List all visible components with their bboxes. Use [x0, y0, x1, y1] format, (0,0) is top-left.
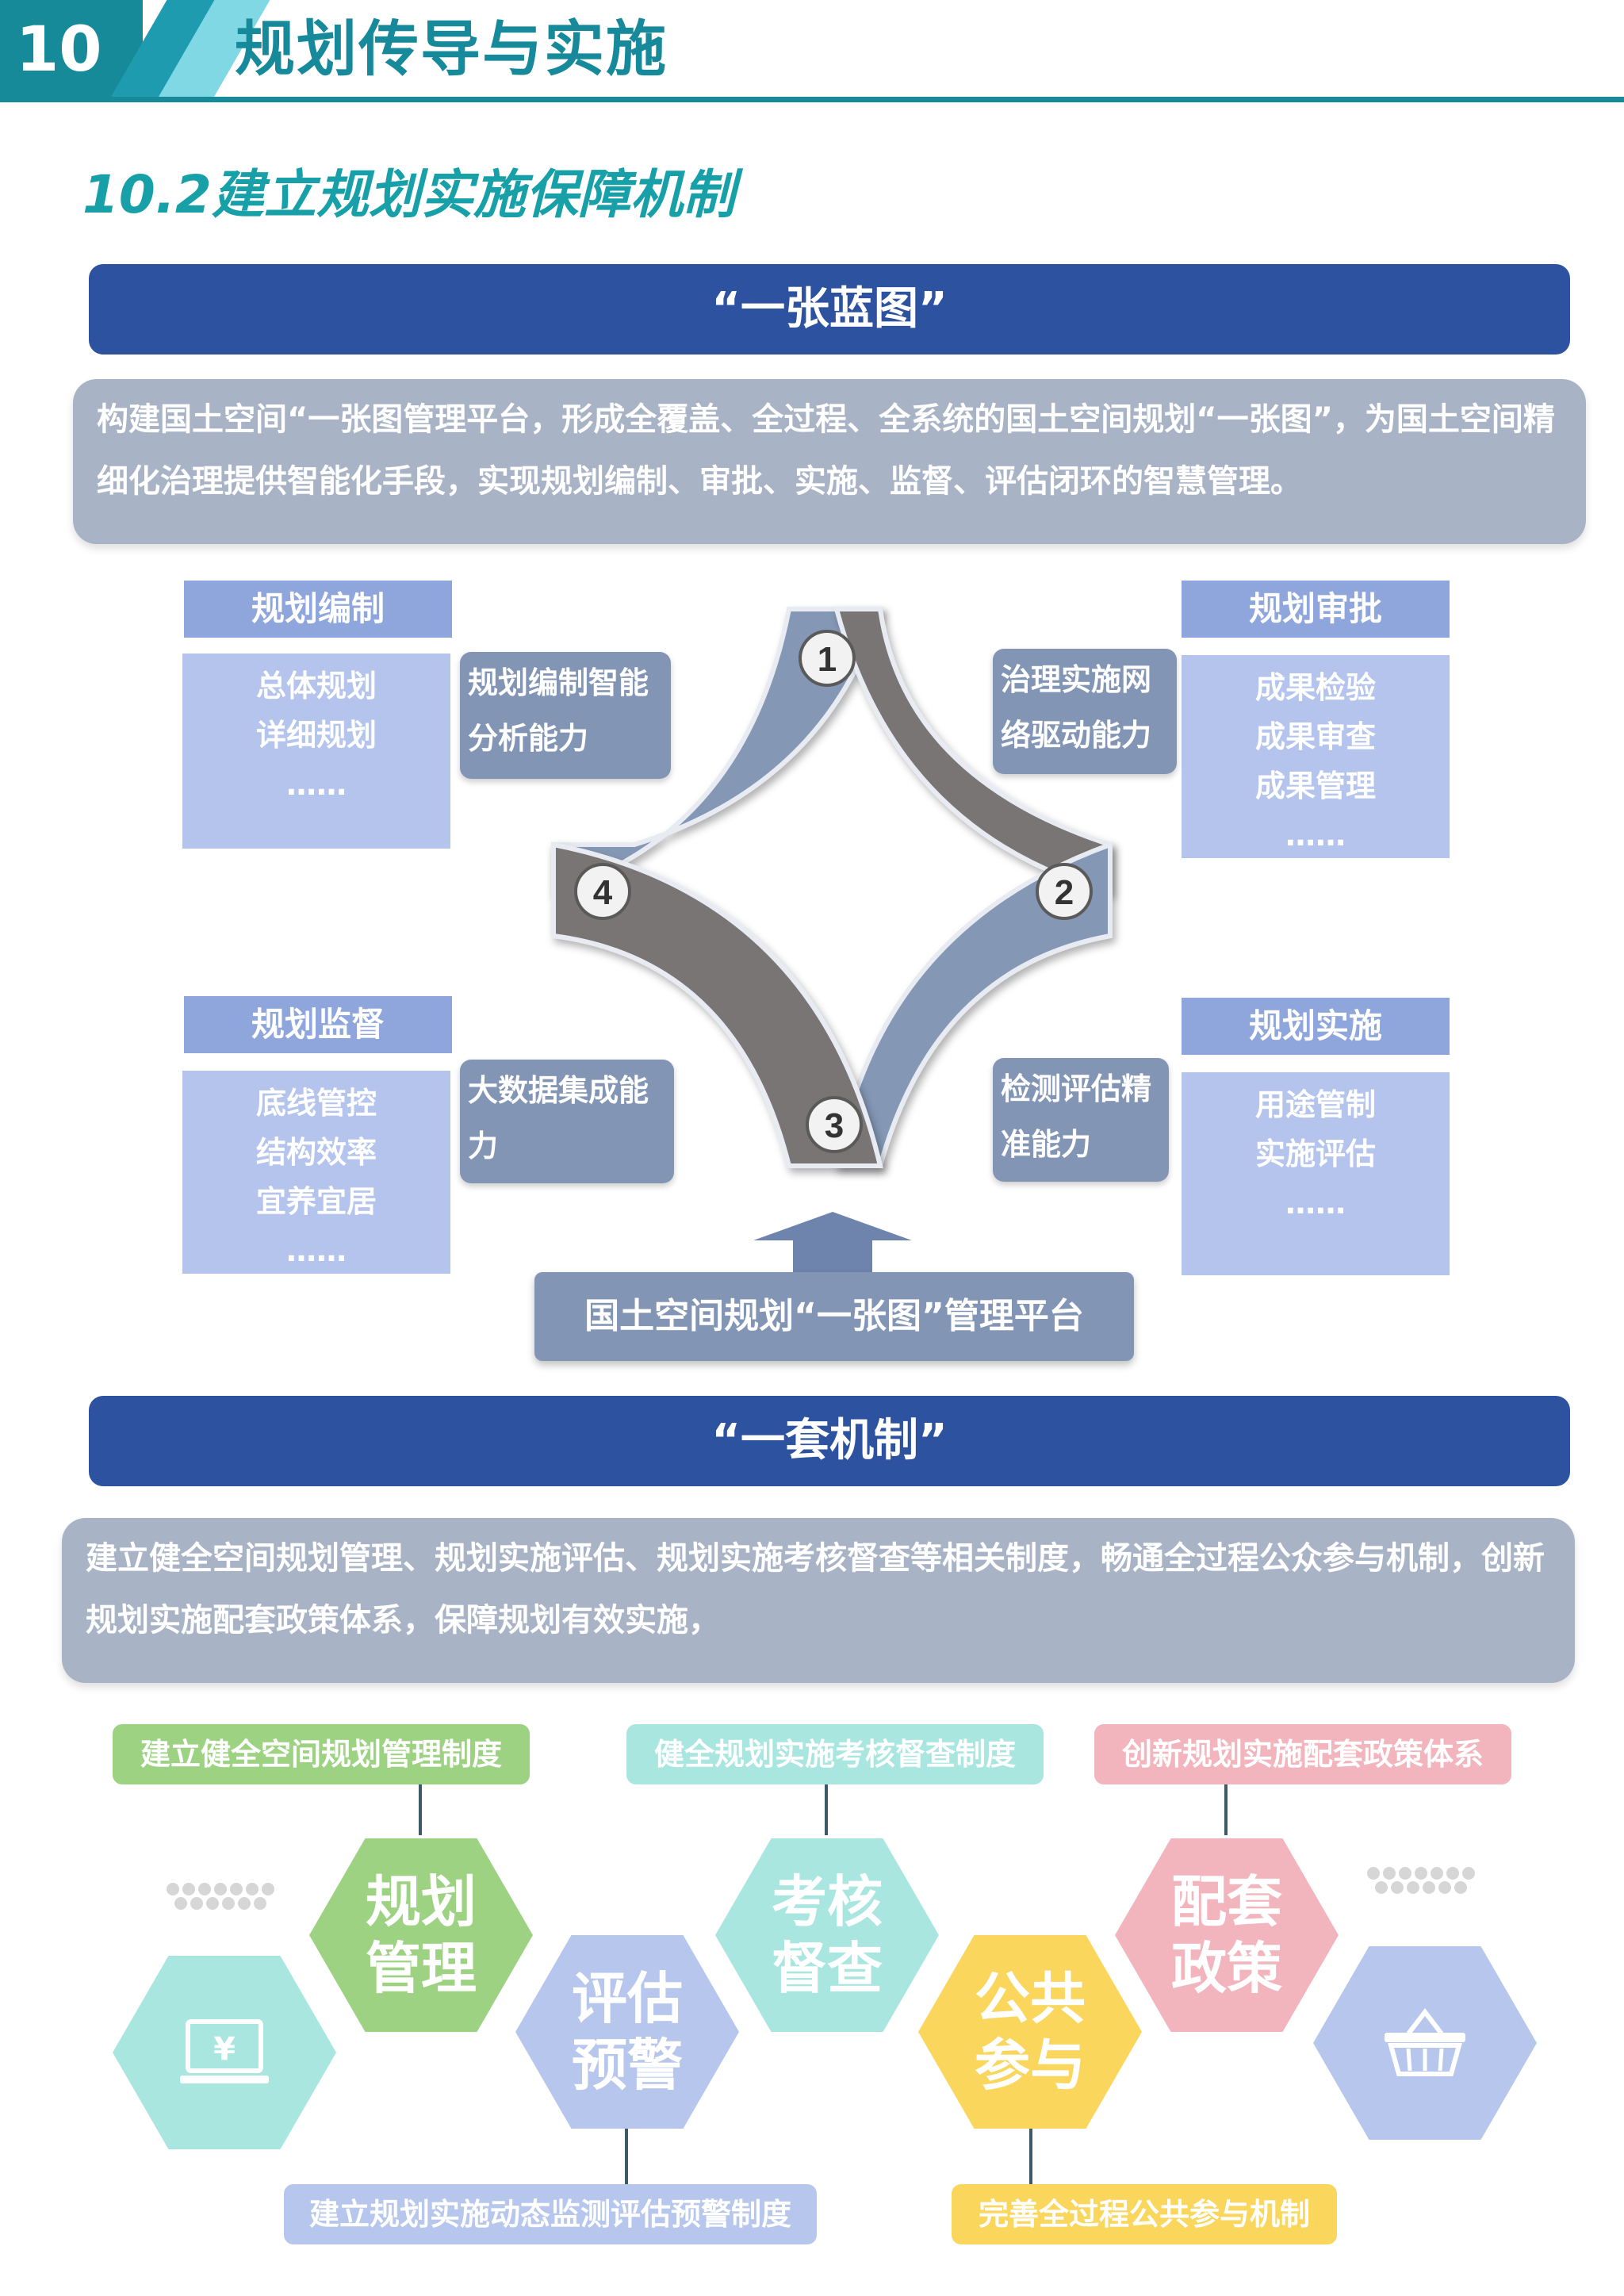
hex-planning-management: 规划 管理 — [309, 1838, 533, 2032]
quadrant-items-approve: 成果检验 成果审查 成果管理 …… — [1182, 655, 1450, 858]
connector-line — [419, 1784, 422, 1835]
list-item: 详细规划 — [255, 718, 377, 753]
hex-line: 规划 — [366, 1869, 477, 1934]
number-badge-3 — [806, 1096, 863, 1153]
number-4: 4 — [593, 873, 613, 912]
svg-text:¥: ¥ — [213, 2031, 236, 2068]
blueprint-banner: “一张蓝图” — [89, 264, 1570, 355]
hex-computer: ¥ — [113, 1956, 336, 2149]
hex-public-participation: 公共 参与 — [918, 1935, 1142, 2129]
quadrant-items-supervise: 底线管控 结构效率 宜养宜居 …… — [182, 1071, 450, 1274]
list-item: 结构效率 — [255, 1135, 377, 1170]
list-item: 用途管制 — [1254, 1087, 1376, 1122]
header-underline — [0, 97, 1624, 102]
dots-decoration — [1367, 1867, 1475, 1894]
capability-implement: 检测评估精准能力 — [993, 1058, 1169, 1182]
quadrant-items-compile: 总体规划 详细规划 …… — [182, 654, 450, 849]
hex-line: 参与 — [975, 2033, 1086, 2098]
hex-line: 评估 — [572, 1966, 683, 2031]
number-1: 1 — [818, 640, 837, 679]
section-title: 10.2建立规划实施保障机制 — [82, 164, 735, 225]
list-item: …… — [286, 1233, 347, 1268]
hex-line: 考核 — [772, 1869, 883, 1934]
tag-management-system: 建立健全空间规划管理制度 — [113, 1724, 530, 1784]
blueprint-description: 构建国土空间“一张图管理平台，形成全覆盖、全过程、全系统的国土空间规划“一张图”… — [73, 379, 1586, 544]
list-item: 成果管理 — [1254, 769, 1376, 803]
chapter-number: 10 — [16, 14, 102, 86]
list-item: 底线管控 — [255, 1086, 377, 1121]
number-badge-1 — [799, 630, 856, 687]
list-item: …… — [1285, 1186, 1346, 1221]
list-item: …… — [1285, 818, 1346, 853]
hex-line: 预警 — [572, 2033, 683, 2098]
platform-box: 国土空间规划“一张图”管理平台 — [534, 1272, 1134, 1361]
hex-line: 管理 — [366, 1936, 477, 2001]
hex-supporting-policy: 配套 政策 — [1115, 1838, 1339, 2032]
capability-compile: 规划编制智能分析能力 — [460, 652, 671, 779]
shopping-basket-icon — [1385, 2008, 1465, 2076]
hex-line: 公共 — [975, 1966, 1086, 2031]
list-item: 成果检验 — [1254, 670, 1376, 705]
header-number-bg — [0, 0, 143, 97]
capability-supervise: 大数据集成能力 — [460, 1060, 674, 1183]
connector-line — [625, 2129, 628, 2184]
quadrant-items-implement: 用途管制 实施评估 …… — [1182, 1072, 1450, 1275]
hex-line: 督查 — [772, 1936, 883, 2001]
hex-basket — [1313, 1946, 1537, 2140]
hex-line: 配套 — [1171, 1869, 1282, 1934]
chapter-title: 规划传导与实施 — [235, 13, 668, 84]
dots-decoration — [167, 1883, 274, 1910]
quadrant-title-compile: 规划编制 — [184, 581, 452, 638]
arc-segment-4 — [551, 841, 883, 1168]
tag-evaluation-system: 建立规划实施动态监测评估预警制度 — [284, 2184, 817, 2244]
hex-line: 政策 — [1171, 1936, 1282, 2001]
number-badge-2 — [1036, 863, 1093, 920]
quadrant-title-approve: 规划审批 — [1182, 581, 1450, 638]
tag-public-participation: 完善全过程公共参与机制 — [952, 2184, 1337, 2244]
computer-yen-icon: ¥ — [180, 2019, 269, 2083]
cycle-diagram: 1 2 3 4 — [551, 607, 1113, 1168]
connector-line — [825, 1784, 828, 1835]
number-3: 3 — [825, 1106, 844, 1145]
mechanism-description: 建立健全空间规划管理、规划实施评估、规划实施考核督查等相关制度，畅通全过程公众参… — [62, 1518, 1575, 1683]
list-item: 成果审查 — [1254, 719, 1376, 754]
number-badge-4 — [574, 863, 631, 920]
connector-line — [1224, 1784, 1228, 1835]
tag-policy-system: 创新规划实施配套政策体系 — [1094, 1724, 1511, 1784]
number-2: 2 — [1055, 873, 1074, 912]
list-item: 宜养宜居 — [255, 1184, 377, 1219]
list-item: 总体规划 — [255, 669, 377, 703]
quadrant-title-implement: 规划实施 — [1182, 998, 1450, 1055]
connector-line — [1029, 2129, 1032, 2184]
hex-assessment-inspection: 考核 督查 — [715, 1838, 939, 2032]
quadrant-title-supervise: 规划监督 — [184, 996, 452, 1053]
list-item: …… — [286, 767, 347, 802]
up-arrow-icon — [753, 1212, 912, 1275]
hex-evaluation-warning: 评估 预警 — [515, 1935, 739, 2129]
list-item: 实施评估 — [1254, 1137, 1376, 1171]
mechanism-banner: “一套机制” — [89, 1396, 1570, 1486]
arc-segment-gray-top — [833, 607, 1113, 895]
tag-assessment-system: 健全规划实施考核督查制度 — [626, 1724, 1044, 1784]
capability-approve: 治理实施网络驱动能力 — [993, 649, 1177, 774]
